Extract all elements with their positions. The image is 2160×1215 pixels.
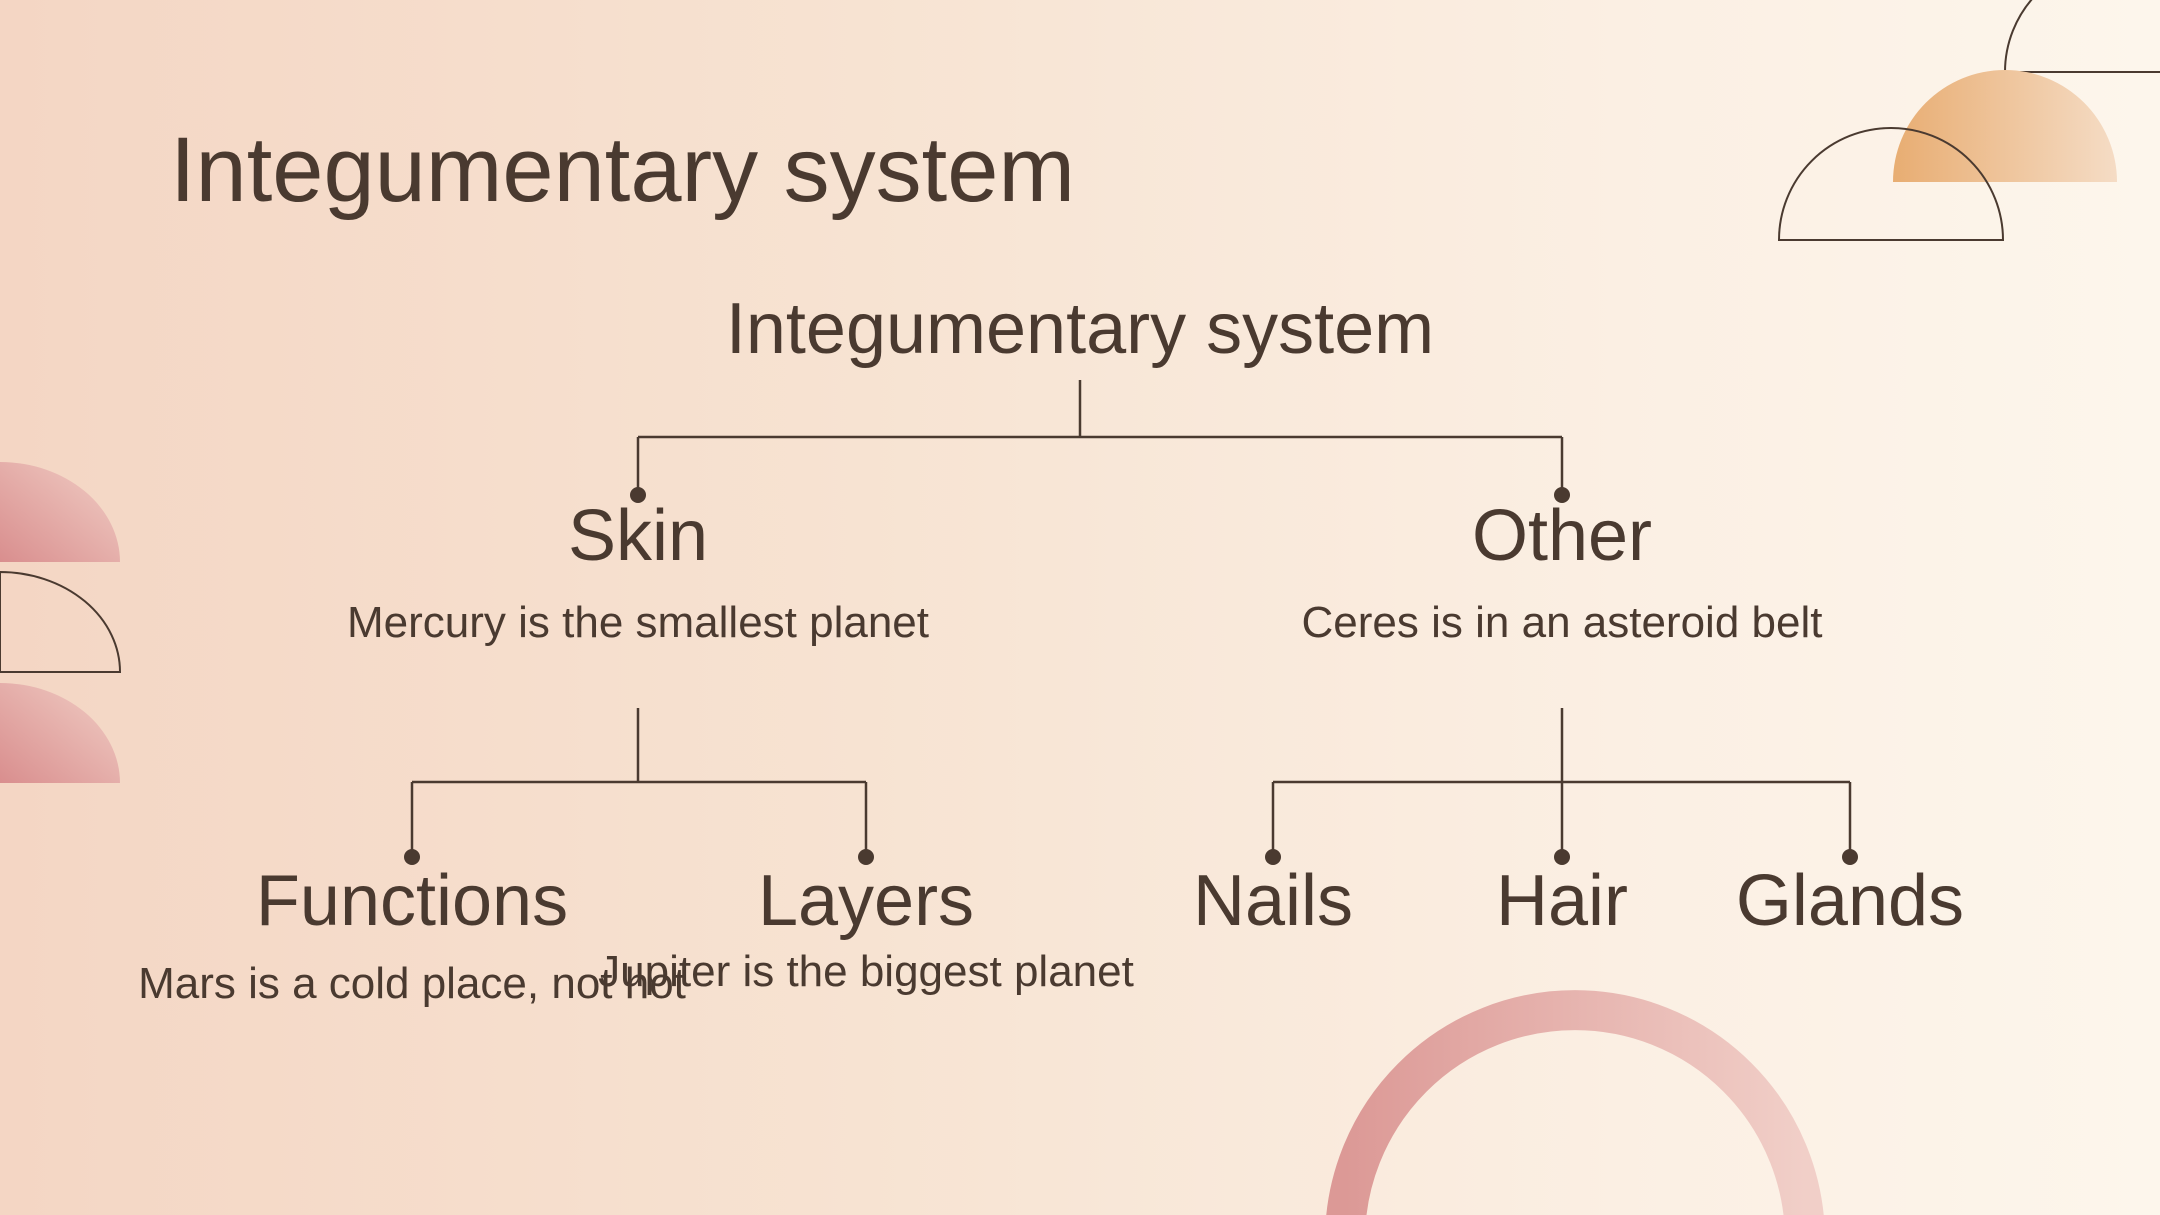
connector-dot-functions [404, 849, 420, 865]
node-functions-desc: Mars is a cold place, not hot [138, 959, 686, 1008]
pink-quarter-shape-bottom [0, 683, 120, 783]
node-skin-desc: Mercury is the smallest planet [347, 598, 929, 647]
diagram-root-label: Integumentary system [725, 289, 1435, 369]
node-other-title: Other [1471, 496, 1653, 576]
connector-dot-glands [1842, 849, 1858, 865]
connector-dot-skin [630, 487, 646, 503]
outline-semicircle-shape [1777, 127, 2005, 241]
node-layers-title: Layers [757, 861, 975, 941]
pink-ring-shape [1326, 990, 1824, 1215]
node-layers-desc: Jupiter is the biggest planet [598, 947, 1134, 996]
connector-dot-hair [1554, 849, 1570, 865]
node-glands-title: Glands [1735, 861, 1965, 941]
outline-semicircle-top-right [2003, 0, 2160, 73]
connector-dot-nails [1265, 849, 1281, 865]
node-hair-title: Hair [1495, 861, 1628, 941]
node-functions-title: Functions [255, 861, 569, 941]
outline-quarter-shape [0, 570, 122, 673]
connector-dot-layers [858, 849, 874, 865]
node-skin-title: Skin [567, 496, 709, 576]
slide-title: Integumentary system [170, 119, 1076, 221]
pink-quarter-shape-top [0, 462, 120, 562]
node-other-desc: Ceres is in an asteroid belt [1301, 598, 1823, 647]
orange-semicircle-shape [1893, 70, 2117, 182]
connector-dot-other [1554, 487, 1570, 503]
node-nails-title: Nails [1192, 861, 1354, 941]
